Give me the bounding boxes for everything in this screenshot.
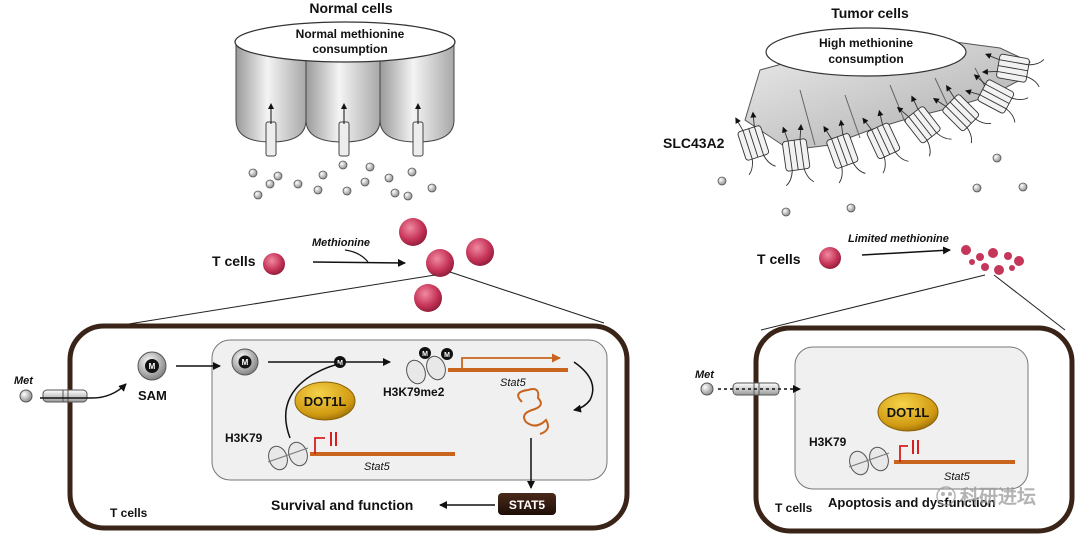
tumor-tcells-label: T cells xyxy=(757,251,801,267)
translation-curve-arrow xyxy=(573,361,594,413)
tumor-cells-title: Tumor cells xyxy=(831,5,909,21)
svg-text:M: M xyxy=(444,352,450,359)
right-met-bead xyxy=(700,382,714,396)
right-tcell-panel: Met DOT1L H3K79 Stat5 Apoptosis and dysf… xyxy=(695,325,1075,534)
left-dot1l-label: DOT1L xyxy=(304,394,347,409)
normal-transporter xyxy=(338,103,350,157)
svg-text:M: M xyxy=(149,362,156,371)
tumor-lid-line1: High methionine xyxy=(819,36,913,50)
normal-cell-lid xyxy=(234,21,456,63)
slc43a2-transporters xyxy=(735,53,1045,186)
left-outcome-label: Survival and function xyxy=(271,497,413,513)
normal-tcells-label: T cells xyxy=(212,253,256,269)
watermark: 科研进坛 xyxy=(936,485,1036,508)
tumor-cell-cluster: High methionine consumption xyxy=(735,27,1045,186)
right-h3k79-label: H3K79 xyxy=(809,435,847,449)
stat5-protein-box xyxy=(498,493,556,515)
sam-label: SAM xyxy=(138,388,167,403)
left-met-bead xyxy=(19,389,33,403)
left-nucleosome-bottom xyxy=(267,441,309,471)
limited-methionine-label: Limited methionine xyxy=(848,233,949,245)
right-stat5-gene-label: Stat5 xyxy=(944,471,971,483)
tumor-cells-group: Tumor cells High methionine consumption xyxy=(663,5,1066,331)
right-inhibition-symbol xyxy=(899,445,908,462)
left-stat5-gene-bottom-label: Stat5 xyxy=(364,461,391,473)
normal-cells-group: Normal cells Normal methionine consumpti… xyxy=(115,0,605,327)
h3k79me2-label: H3K79me2 xyxy=(383,385,445,399)
left-met-transporter xyxy=(42,389,88,403)
svg-text:M: M xyxy=(337,360,343,367)
normal-transporter xyxy=(265,103,277,157)
limited-methionine-arrow xyxy=(861,246,951,256)
left-nucleosome-top: M M xyxy=(406,347,453,385)
left-dot1l-enzyme xyxy=(294,381,356,421)
met-to-sam-arrow xyxy=(40,383,127,399)
left-tcell-panel: Met M SAM M M DOT1L H xyxy=(14,323,630,531)
normal-lid-line1: Normal methionine xyxy=(296,27,405,41)
right-nucleosome xyxy=(848,446,890,476)
normal-lid-line2: consumption xyxy=(312,42,387,56)
sam-molecule: M xyxy=(137,351,167,381)
slc43a2-label: SLC43A2 xyxy=(663,135,725,151)
transcription-arrow xyxy=(461,353,561,370)
right-tcells-panel-label: T cells xyxy=(775,501,813,515)
stat5-protein-label: STAT5 xyxy=(509,498,546,512)
right-dot1l-label: DOT1L xyxy=(887,405,930,420)
normal-methionine-arrow xyxy=(312,258,406,267)
tumor-tcell xyxy=(819,247,841,269)
watermark-text: 科研进坛 xyxy=(960,485,1036,508)
stat5-mrna xyxy=(517,388,549,435)
normal-cells-title: Normal cells xyxy=(309,0,392,16)
normal-tcell xyxy=(263,253,285,275)
right-met-label: Met xyxy=(695,369,715,381)
left-tcells-panel-label: T cells xyxy=(110,506,148,520)
svg-text:M: M xyxy=(422,351,428,358)
normal-cell-cluster: Normal methionine consumption xyxy=(234,21,456,157)
expanded-tcells xyxy=(399,218,494,312)
right-outcome-label: Apoptosis and dysfunction xyxy=(828,495,996,510)
methyl-group-mark: M xyxy=(334,356,346,368)
apoptotic-tcell-fragments xyxy=(961,245,1024,275)
left-h3k79-label: H3K79 xyxy=(225,431,263,445)
normal-methionine-beads xyxy=(248,160,437,201)
right-dot1l-enzyme xyxy=(877,392,939,432)
tumor-lid-line2: consumption xyxy=(828,52,903,66)
left-stat5-gene-top-label: Stat5 xyxy=(500,377,527,389)
normal-transporter xyxy=(412,103,424,157)
tumor-methionine-beads xyxy=(717,153,1028,217)
normal-methionine-label: Methionine xyxy=(312,237,370,249)
left-inhibition-symbol xyxy=(314,437,325,454)
svg-text:M: M xyxy=(242,358,249,367)
left-met-label: Met xyxy=(14,375,34,387)
tumor-cell-lid xyxy=(765,27,967,77)
sam-in-nucleus: M xyxy=(231,348,259,376)
